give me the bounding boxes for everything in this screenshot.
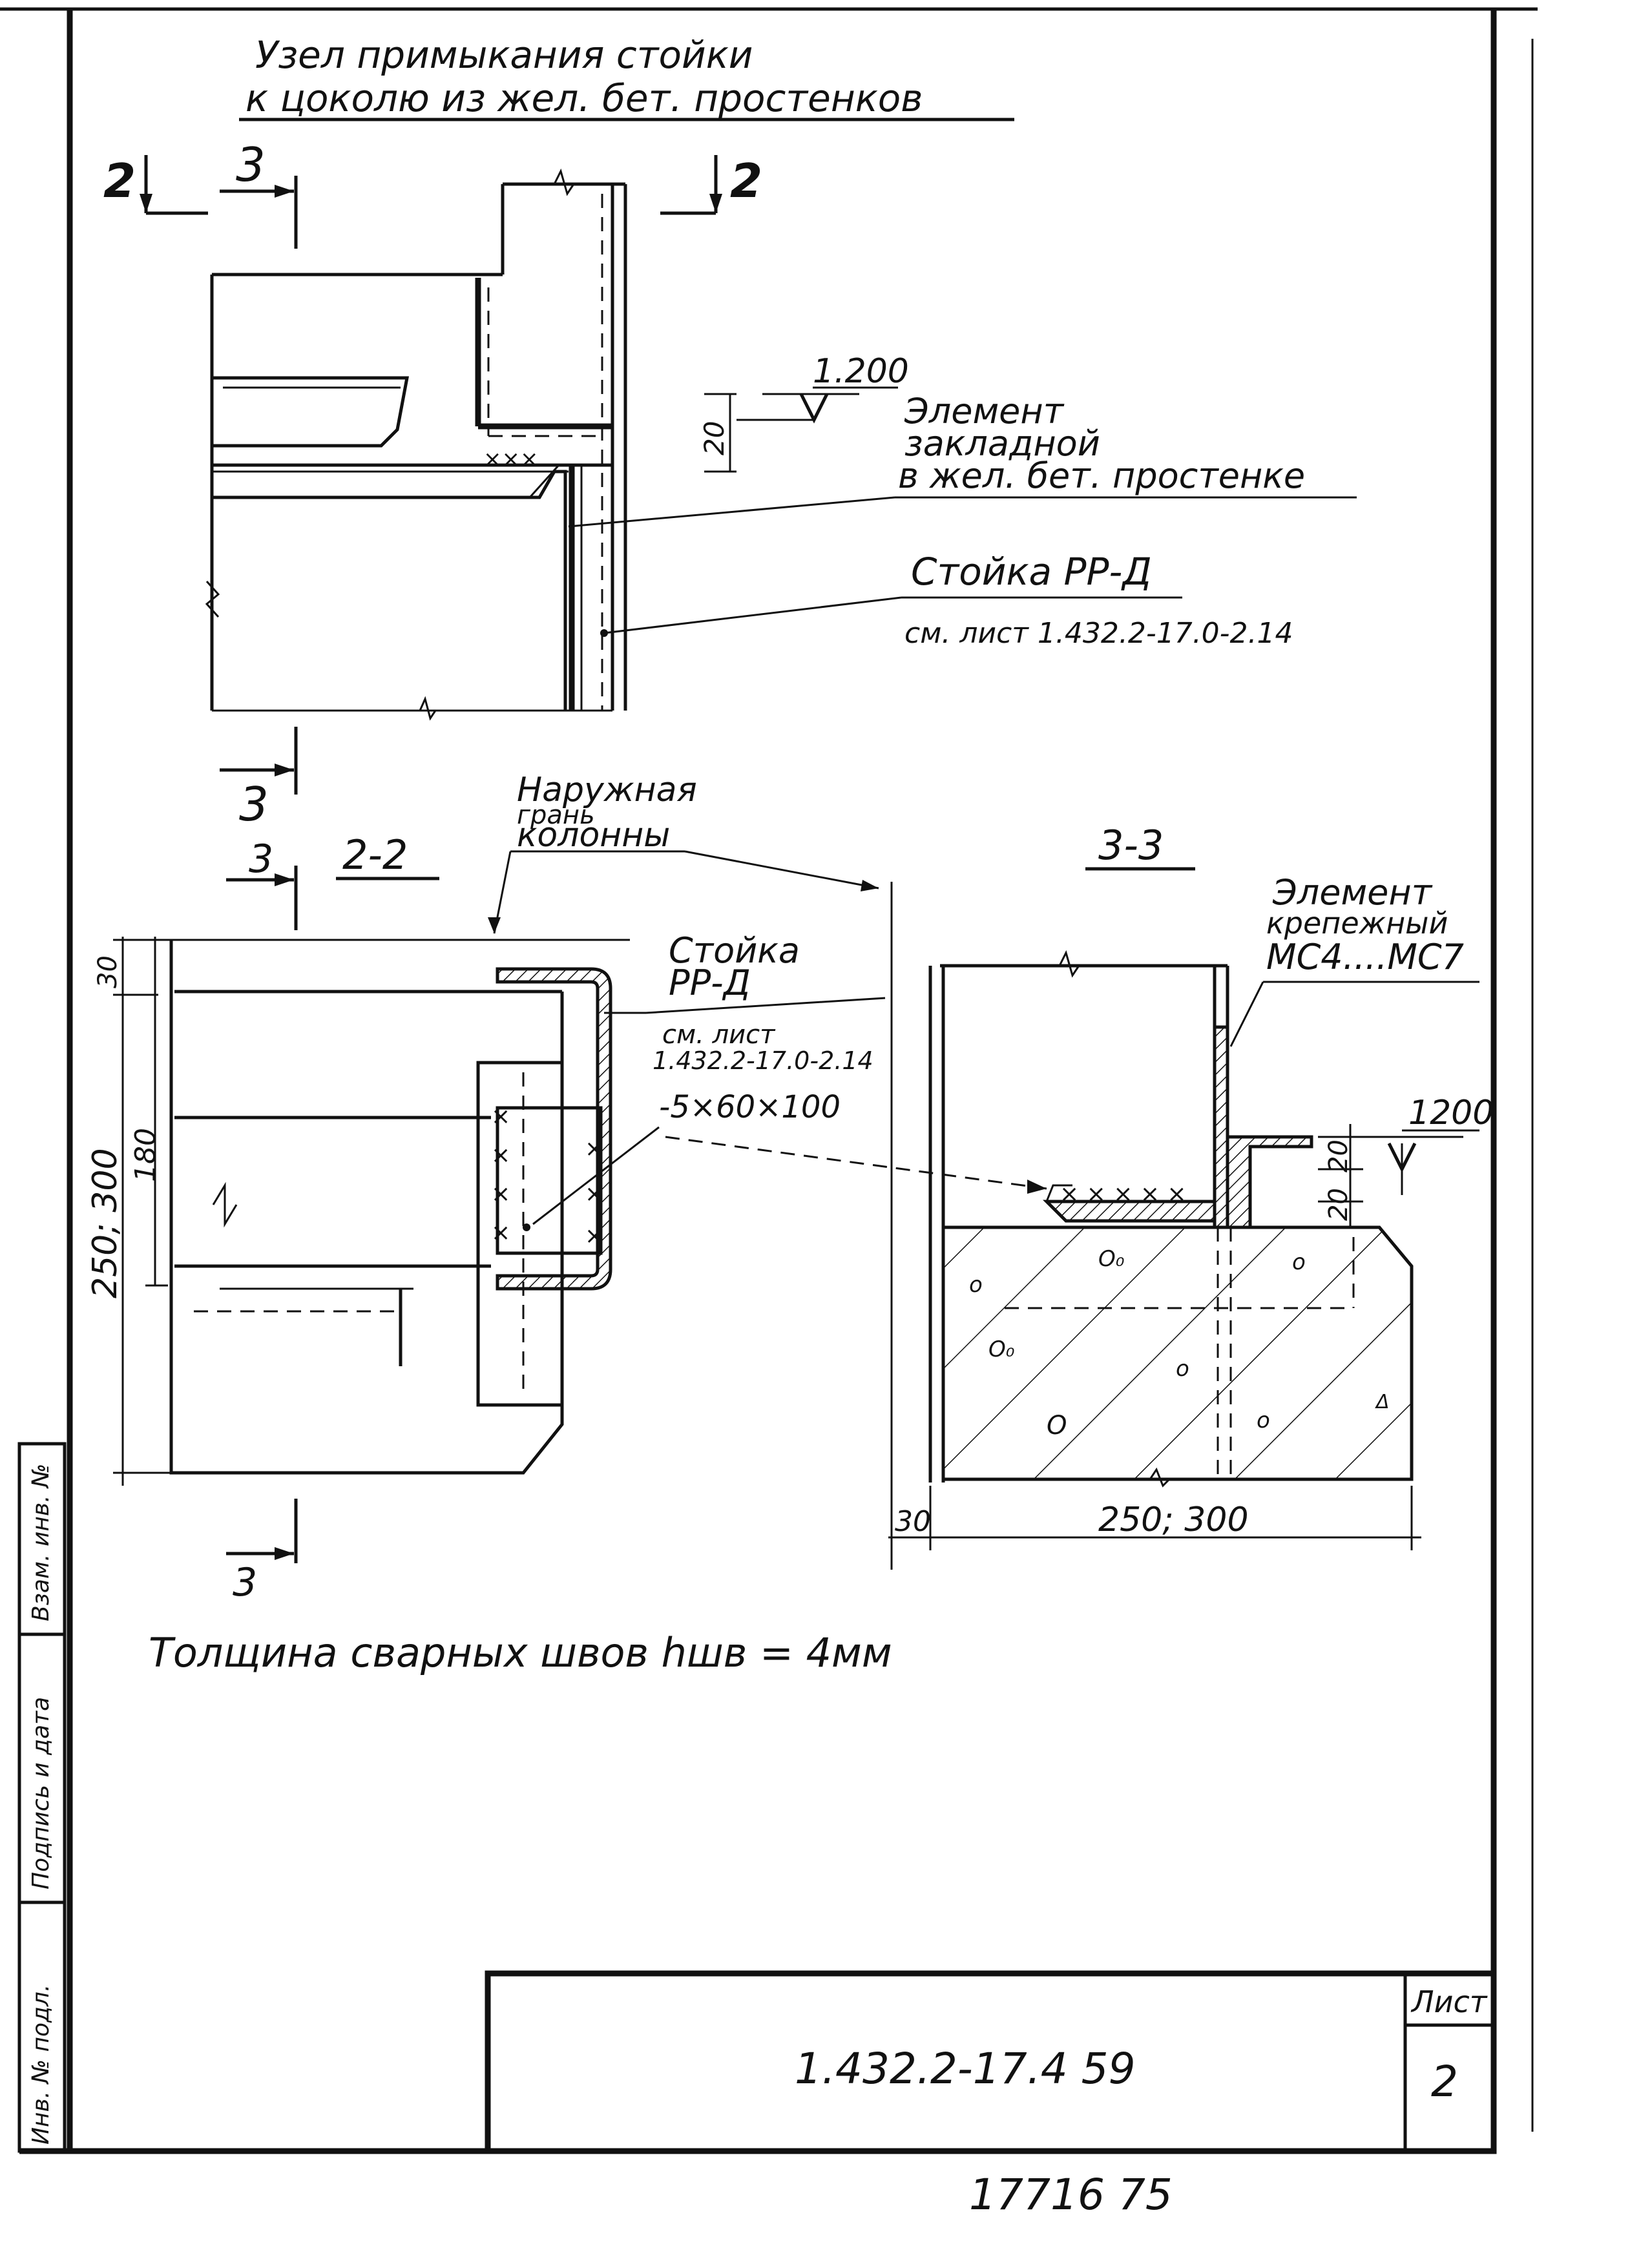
mark-3-top: 3 bbox=[236, 138, 266, 192]
weld-note: Толщина сварных швов hшв = 4мм bbox=[149, 1629, 892, 1676]
dim-30-3-3: 30 bbox=[895, 1505, 931, 1538]
plan-view: 2 3 2 ××× bbox=[103, 138, 1357, 831]
side-stamp: Взам. инв. № Подпись и дата Инв. № подл. bbox=[17, 1442, 67, 2153]
side-stamp-f3: Взам. инв. № bbox=[28, 1464, 54, 1621]
title-line2: к цоколю из жел. бет. простенков bbox=[246, 76, 923, 120]
section-2-2: 3 2-2 Наружная грань колонны × × bbox=[86, 771, 1047, 1605]
svg-text:Δ: Δ bbox=[1375, 1391, 1390, 1413]
doc-code: 1.432.2-17.4 59 bbox=[795, 2044, 1136, 2094]
dim-30-2-2: 30 bbox=[93, 955, 123, 988]
dim-20-plan: 20 bbox=[698, 421, 730, 455]
weld-marks-plan: ××× bbox=[483, 446, 538, 472]
element-label-3-3-b: крепежный bbox=[1266, 906, 1448, 941]
arrow-2-left bbox=[140, 194, 152, 213]
stoika-ref-plan: см. лист 1.432.2-17.0-2.14 bbox=[904, 617, 1293, 650]
weld-marks-2-2: × bbox=[491, 1103, 510, 1130]
stoika-channel-2-2 bbox=[496, 967, 612, 1291]
svg-text:×: × bbox=[491, 1220, 510, 1246]
stoika-label-2-2-b: РР-Д bbox=[669, 962, 751, 1003]
svg-text:o: o bbox=[969, 1272, 983, 1298]
mark-2-left: 2 bbox=[103, 154, 136, 208]
element-label-3-3-a: Элемент bbox=[1272, 872, 1433, 913]
dim-250-300-3-3: 250; 300 bbox=[1098, 1501, 1249, 1539]
weld-marks-3-3: × × × × × bbox=[1060, 1181, 1187, 1207]
drawing-title: Узел примыкания стойки к цоколю из жел. … bbox=[239, 33, 1014, 121]
edge-label-1: Наружная bbox=[517, 771, 697, 809]
sheet-label: Лист bbox=[1410, 1984, 1488, 2019]
element-label-3-3-c: МС4....МС7 bbox=[1266, 937, 1464, 977]
dim-20a-3-3: 20 bbox=[1324, 1139, 1353, 1172]
sheet-number: 2 bbox=[1431, 2057, 1458, 2107]
section-3-3-title: 3-3 bbox=[1098, 822, 1164, 869]
svg-text:o: o bbox=[1292, 1249, 1306, 1275]
foundation-3-3 bbox=[941, 1225, 1414, 1481]
svg-text:O₀: O₀ bbox=[988, 1337, 1015, 1362]
dim-180-2-2: 180 bbox=[129, 1128, 162, 1182]
mark-3-bottom: 3 bbox=[233, 1560, 257, 1605]
inventory-number: 17716 75 bbox=[969, 2170, 1173, 2220]
side-stamp-f2: Подпись и дата bbox=[28, 1697, 54, 1889]
stoika-ref-2-2-a: см. лист bbox=[662, 1020, 776, 1050]
mark-3-mid2: 3 bbox=[249, 837, 273, 882]
stoika-label-plan: Стойка РР-Д bbox=[911, 550, 1152, 594]
svg-text:×: × bbox=[491, 1181, 510, 1207]
svg-text:×: × bbox=[491, 1142, 510, 1169]
level-1200-plan: 1.200 bbox=[813, 352, 909, 391]
svg-text:o: o bbox=[1176, 1356, 1189, 1382]
title-line1: Узел примыкания стойки bbox=[255, 33, 753, 77]
svg-text:O: O bbox=[1047, 1411, 1067, 1441]
dim-20b-3-3: 20 bbox=[1324, 1188, 1353, 1221]
element-label-1: Элемент bbox=[904, 391, 1065, 432]
side-stamp-f1: Инв. № подл. bbox=[28, 1984, 54, 2145]
svg-text:o: o bbox=[1257, 1408, 1270, 1433]
section-2-2-title: 2-2 bbox=[342, 831, 408, 879]
title-block: 1.432.2-17.4 59 Лист 2 17716 75 bbox=[485, 1970, 1497, 2220]
mark-2-right: 2 bbox=[730, 154, 762, 208]
element-label-3: в жел. бет. простенке bbox=[898, 455, 1305, 496]
plate-label: -5×60×100 bbox=[659, 1089, 841, 1125]
sheet-frame bbox=[0, 7, 1538, 2154]
stoika-channel-3-3 bbox=[1042, 1025, 1313, 1229]
section-3-3: 3-3 o O₀ o O₀ o o O Δ × × × × × Элемент … bbox=[888, 822, 1494, 1570]
stoika-label-2-2-a: Стойка bbox=[669, 930, 800, 971]
edge-label-2: грань bbox=[517, 800, 595, 830]
edge-label-3: колонны bbox=[517, 816, 670, 855]
svg-text:O₀: O₀ bbox=[1098, 1246, 1125, 1272]
mark-3-mid: 3 bbox=[239, 777, 269, 831]
stoika-ref-2-2-b: 1.432.2-17.0-2.14 bbox=[653, 1046, 873, 1075]
element-label-2: закладной bbox=[904, 423, 1100, 464]
dim-250-300-2-2: 250; 300 bbox=[86, 1148, 125, 1298]
level-1200-3-3: 1200 bbox=[1408, 1094, 1494, 1132]
